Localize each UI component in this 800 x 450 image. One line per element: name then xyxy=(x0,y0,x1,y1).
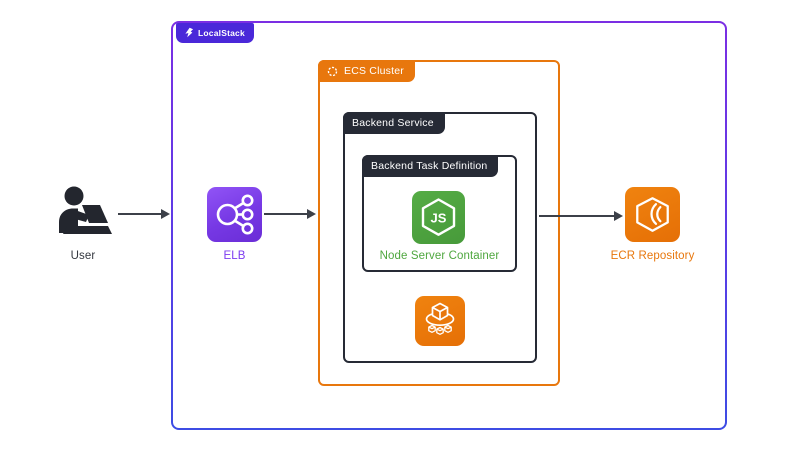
ecs-service-icon xyxy=(415,296,465,346)
nodejs-glyph-text: JS xyxy=(431,211,447,226)
backend-task-definition-tab: Backend Task Definition xyxy=(362,155,499,177)
ecr-repository-label: ECR Repository xyxy=(610,250,695,262)
user-at-laptop-icon xyxy=(53,185,115,241)
arrow-elb-to-ecs-cluster xyxy=(264,209,316,219)
localstack-tab: LocalStack xyxy=(176,23,254,43)
backend-service-tab: Backend Service xyxy=(343,112,445,134)
ecs-cluster-label: ECS Cluster xyxy=(344,65,404,77)
arrow-backend-service-to-ecr xyxy=(539,211,623,221)
localstack-tab-label: LocalStack xyxy=(198,27,245,38)
arrow-user-to-elb xyxy=(118,209,170,219)
nodejs-icon: JS xyxy=(412,191,465,244)
backend-task-definition-box: Backend Task Definition xyxy=(362,155,517,272)
user-label: User xyxy=(70,250,96,262)
ecs-cluster-box: ECS Cluster xyxy=(318,60,560,386)
ecs-cluster-icon xyxy=(327,66,338,77)
node-server-container-label: Node Server Container xyxy=(379,250,500,262)
localstack-logo-icon xyxy=(183,27,194,38)
backend-task-definition-label: Backend Task Definition xyxy=(371,160,488,172)
ecs-cluster-tab: ECS Cluster xyxy=(318,60,415,82)
elb-icon xyxy=(207,187,262,242)
ecr-repository-icon xyxy=(625,187,680,242)
backend-service-box: Backend Service xyxy=(343,112,537,363)
backend-service-label: Backend Service xyxy=(352,117,434,129)
elb-label: ELB xyxy=(223,250,246,262)
